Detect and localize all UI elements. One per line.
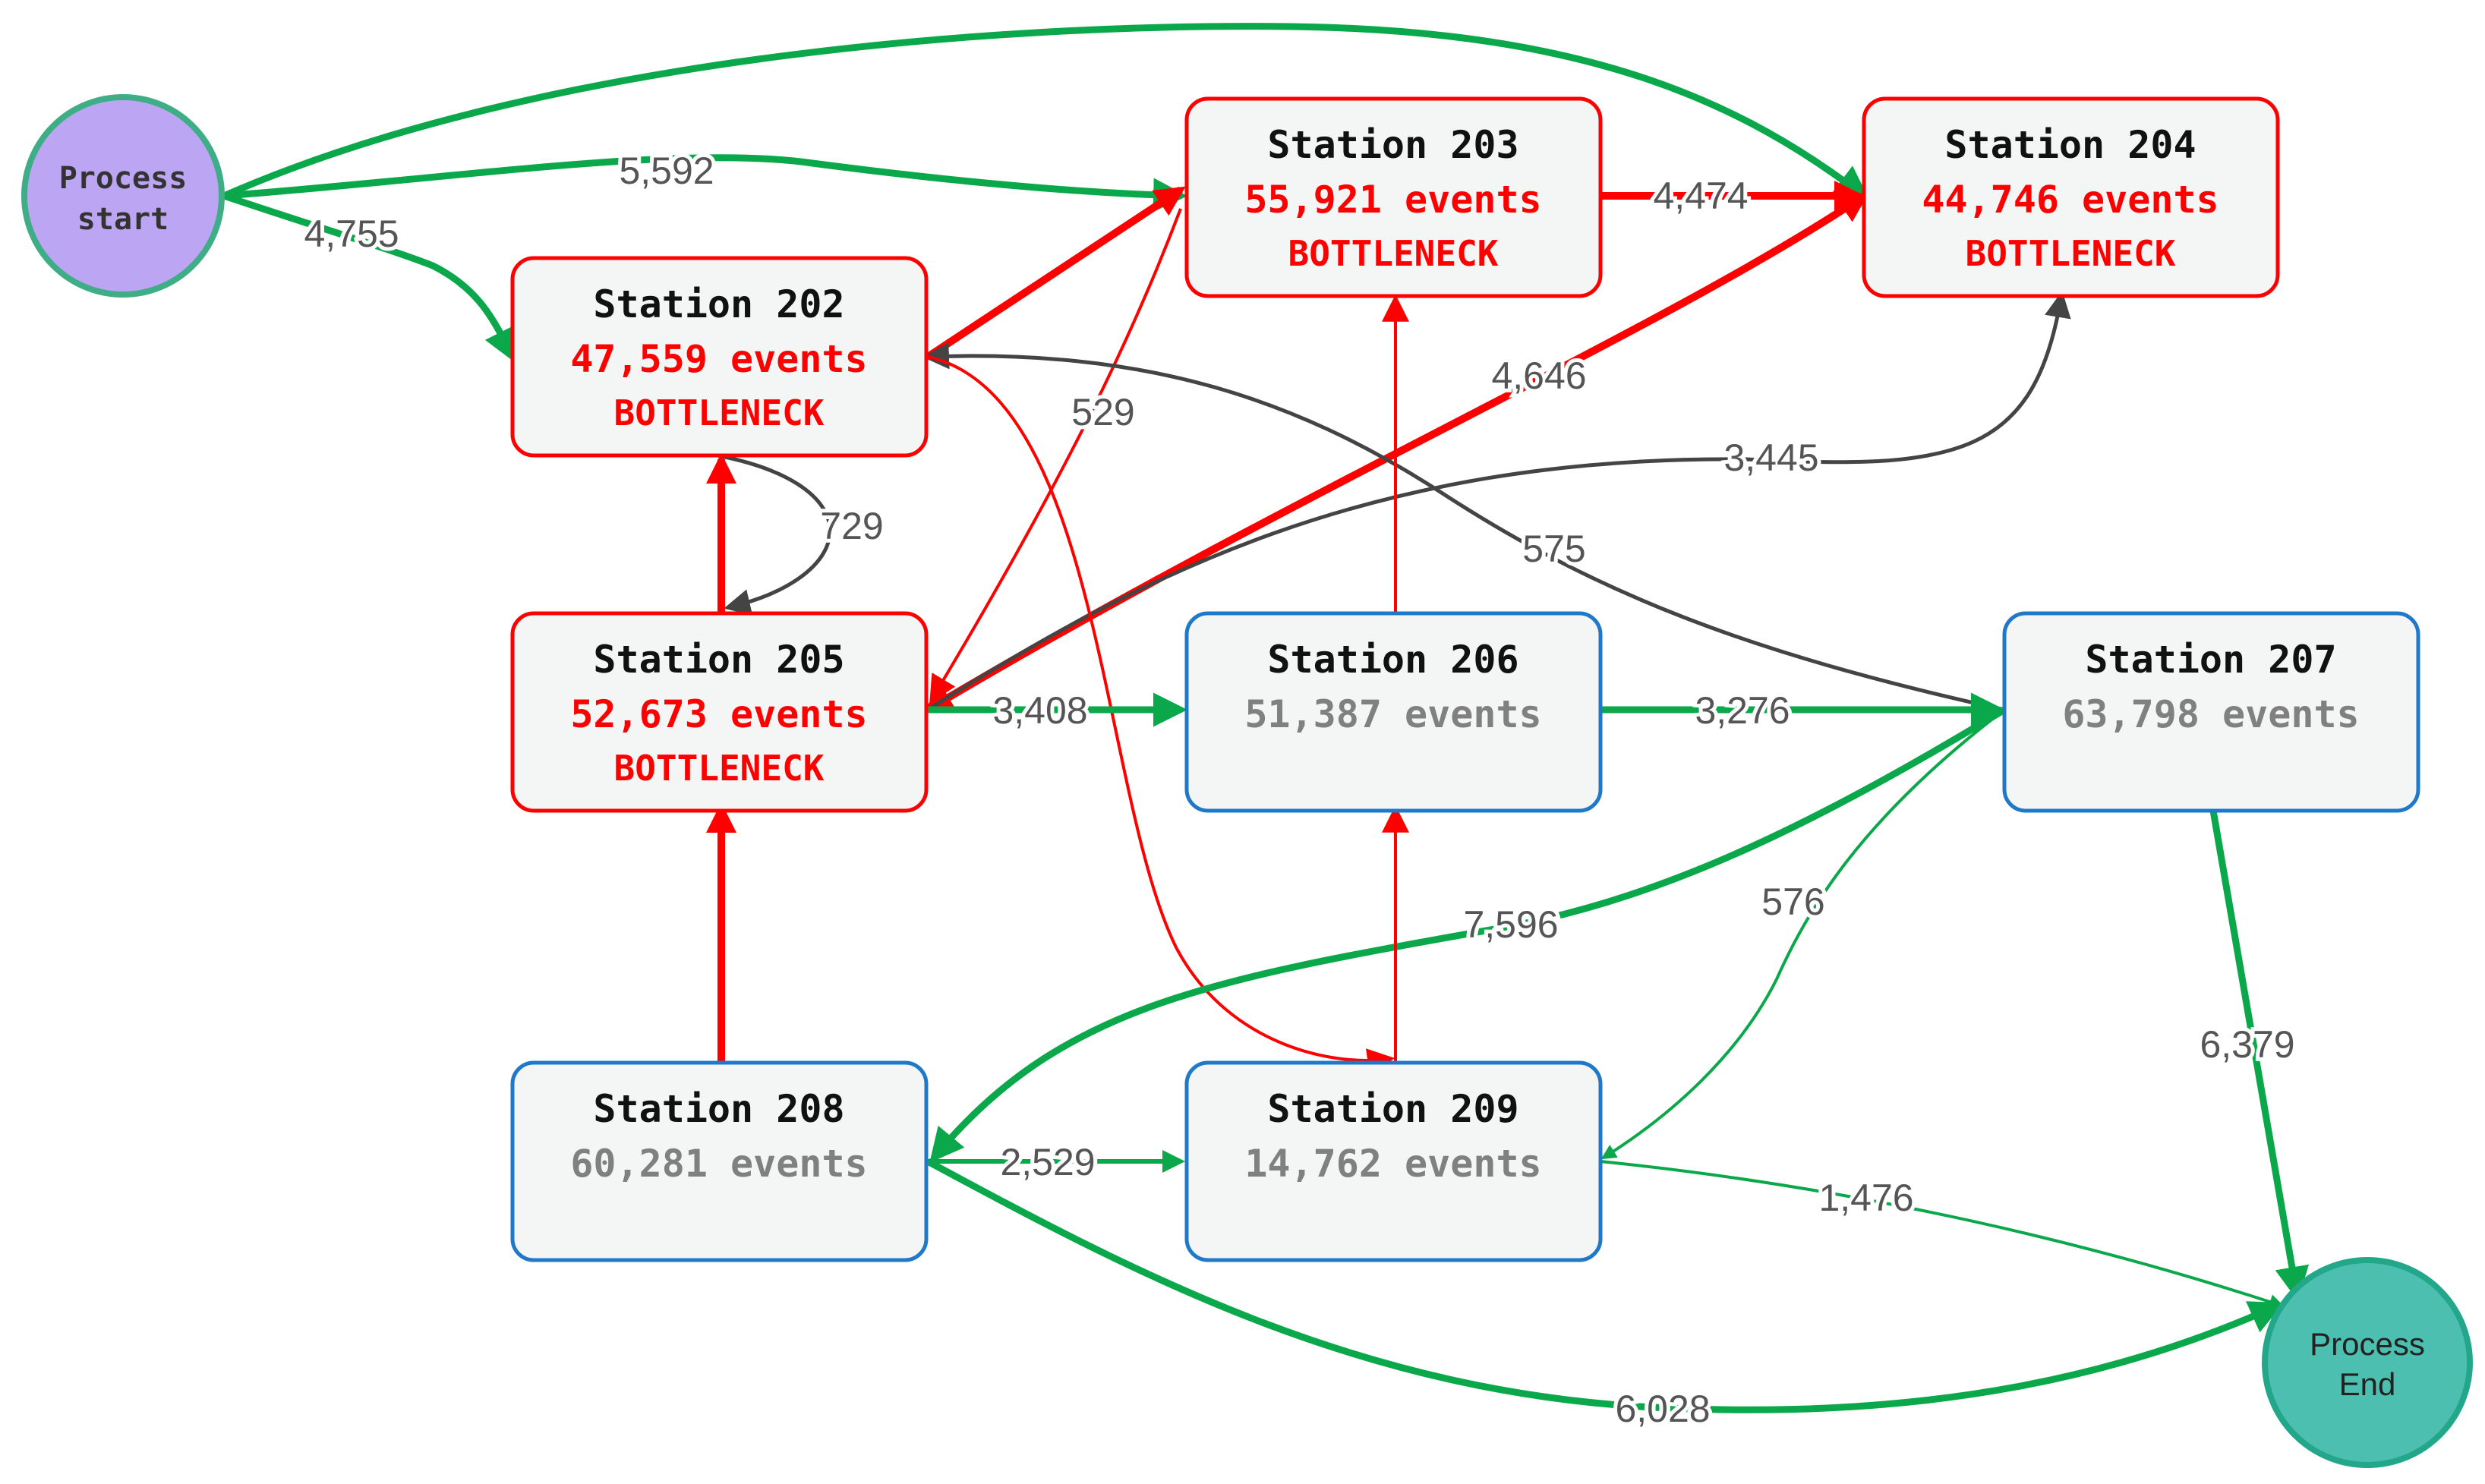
process-start-label-line1: Process [59,161,188,196]
station-box [2002,611,2420,813]
bottleneck-badge: BOTTLENECK [1288,233,1499,274]
edge-207-to-end [2209,810,2310,1301]
edge-label-205-204: 4,646 [1491,354,1586,397]
station-box [1184,96,1603,298]
edge-label-207-209: 576 [1761,881,1824,923]
station-title: Station 202 [593,282,844,326]
station-207-node[interactable]: Station 207 63,798 events [2002,611,2420,813]
station-title: Station 203 [1267,123,1518,167]
station-events: 51,387 events [1244,692,1541,736]
edge-label-207-208: 7,596 [1463,903,1558,946]
station-204-node[interactable]: Station 204 44,746 events BOTTLENECK [1862,96,2280,298]
station-box [1184,1060,1603,1262]
station-205-node[interactable]: Station 205 52,673 events BOTTLENECK [510,611,929,813]
station-203-node[interactable]: Station 203 55,921 events BOTTLENECK [1184,96,1603,298]
edge-207-to-208 [929,707,2007,1163]
process-end-label-line2: End [2339,1366,2396,1402]
edge-202-to-205 [717,453,832,616]
station-208-node[interactable]: Station 208 60,281 events [510,1060,929,1262]
edge-203-to-205 [929,208,1182,704]
station-206-node[interactable]: Station 206 51,387 events [1184,611,1603,813]
edge-start-to-203 [223,154,1187,213]
edge-label-208-end: 6,028 [1615,1388,1710,1430]
edge-label-206-207: 3,276 [1695,689,1790,732]
edge-label-205-206: 3,408 [992,689,1087,732]
edge-label-203-204: 4,474 [1653,175,1748,217]
edge-label-start-202: 4,755 [304,213,399,255]
edge-start-to-202 [222,192,516,364]
station-box [510,611,929,813]
edge-start-to-204 [222,23,1870,200]
edge-208-to-end [926,1158,2285,1413]
edge-label-203-205: 529 [1071,391,1134,433]
edge-label-208-209: 2,529 [1000,1141,1095,1183]
edge-label-202-205: 729 [820,505,883,547]
station-events: 63,798 events [2062,692,2359,736]
station-events: 52,673 events [570,692,867,736]
edge-202-to-209 [927,355,1395,1076]
station-events: 60,281 events [570,1142,867,1186]
edge-labels: 5,592 4,755 4,474 529 4,646 3,445 575 72… [300,146,2298,1434]
process-start-circle [21,94,225,298]
station-title: Station 205 [593,638,844,682]
edge-label-209-end: 1,476 [1818,1177,1913,1219]
process-end-label-line1: Process [2310,1326,2425,1362]
edge-207-to-202 [922,342,2005,712]
station-events: 14,762 events [1244,1142,1541,1186]
process-start-node[interactable]: Process start [21,94,225,298]
station-title: Station 206 [1267,638,1518,682]
station-box [1862,96,2280,298]
station-202-node[interactable]: Station 202 47,559 events BOTTLENECK [510,256,929,458]
bottleneck-badge: BOTTLENECK [1966,233,2176,274]
station-209-node[interactable]: Station 209 14,762 events [1184,1060,1603,1262]
station-box [510,256,929,458]
station-box [510,1060,929,1262]
station-events: 55,921 events [1244,178,1541,222]
edge-label-start-203: 5,592 [619,150,714,192]
station-events: 47,559 events [570,337,867,381]
bottleneck-badge: BOTTLENECK [614,392,825,433]
edge-label-205-204-gray: 3,445 [1723,436,1818,479]
edge-205-to-204-gray [926,291,2071,712]
station-title: Station 207 [2085,638,2336,682]
edge-label-207-end: 6,379 [2200,1023,2294,1066]
process-end-node[interactable]: Process End [2262,1257,2473,1468]
station-events: 44,746 events [1922,178,2219,222]
station-title: Station 208 [593,1087,844,1131]
edge-202-to-203 [926,186,1186,361]
edge-207-to-209 [1600,708,2006,1160]
bottleneck-badge: BOTTLENECK [614,748,825,789]
edge-209-to-end [1600,1160,2285,1309]
edges [222,23,2310,1413]
station-box [1184,611,1603,813]
edge-label-207-202: 575 [1522,528,1585,570]
process-start-label-line2: start [77,202,169,237]
process-end-circle [2262,1257,2473,1468]
station-title: Station 209 [1267,1087,1518,1131]
station-title: Station 204 [1944,123,2196,167]
